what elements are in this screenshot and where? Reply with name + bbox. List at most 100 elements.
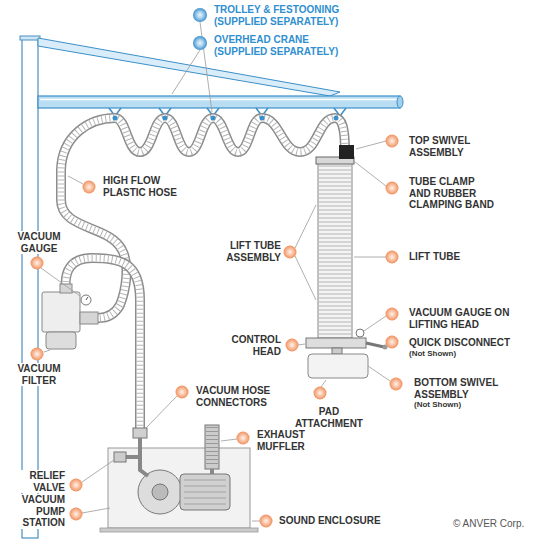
- leader-line: [82, 508, 110, 513]
- pad-stem: [332, 348, 342, 354]
- tube-rib: [319, 274, 351, 275]
- tube-rib: [319, 250, 351, 251]
- part-label: LIFT TUBE ASSEMBLY: [210, 240, 282, 263]
- part-label: LIFT TUBE: [408, 251, 461, 263]
- control-handle: [366, 343, 384, 347]
- hanger: [211, 116, 216, 121]
- tube-rib: [319, 330, 351, 331]
- tube-rib: [319, 270, 351, 271]
- column-cap: [20, 36, 40, 40]
- part-label: EXHAUST MUFFLER: [256, 429, 320, 452]
- top-swivel: [339, 145, 354, 159]
- callout-dot: [386, 251, 399, 264]
- callout-dot: [286, 339, 299, 352]
- vacuum-filter: [42, 292, 80, 332]
- filter-bowl: [46, 332, 76, 349]
- leader-line: [44, 350, 50, 352]
- tube-ribs: [319, 166, 351, 334]
- base-plate: [100, 528, 258, 532]
- exhaust-muffler: [205, 425, 219, 469]
- crane-beam: [38, 96, 400, 108]
- part-label: HIGH FLOW PLASTIC HOSE: [102, 175, 184, 198]
- tube-rib: [319, 318, 351, 319]
- status-note: (Not Shown): [408, 349, 457, 359]
- blower-hub: [152, 484, 168, 500]
- hose-body: [61, 118, 345, 318]
- leader-line: [41, 268, 80, 296]
- motor-fin: [184, 492, 226, 493]
- beam-highlight: [40, 99, 398, 101]
- part-label: VACUUM FILTER: [8, 363, 70, 386]
- callout-dot: [284, 246, 297, 259]
- part-label: VACUUM PUMP STATION: [4, 494, 66, 529]
- leader-line: [146, 396, 177, 428]
- motor-fin: [184, 498, 226, 499]
- tube-rib: [319, 194, 351, 195]
- tube-rib: [319, 278, 351, 279]
- callout-dot: [386, 336, 399, 349]
- tube-rib: [319, 246, 351, 247]
- tube-rib: [319, 282, 351, 283]
- tube-rib: [319, 186, 351, 187]
- leader-line: [82, 460, 114, 482]
- part-label: VACUUM GAUGE ON LIFTING HEAD: [408, 307, 530, 330]
- relief-valve: [114, 452, 126, 462]
- hose-connector: [133, 428, 147, 438]
- pump-motor: [180, 474, 230, 510]
- supplier-note: OVERHEAD CRANE (SUPPLIED SEPARATELY): [213, 34, 355, 57]
- blower: [138, 470, 182, 514]
- tube-rib: [319, 206, 351, 207]
- crane-column: [22, 38, 38, 538]
- callout-dot: [314, 387, 327, 400]
- tube-rib: [319, 226, 351, 227]
- tube-rib: [319, 322, 351, 323]
- head-gauge: [356, 329, 364, 337]
- valve-branch: [126, 455, 140, 459]
- leader-line: [295, 256, 316, 300]
- callout-dot: [386, 308, 399, 321]
- leader-line: [68, 176, 83, 184]
- callout-dot: [70, 479, 83, 492]
- filter-inlet: [80, 312, 98, 324]
- hoses: [61, 118, 345, 430]
- hose-ribs: [61, 118, 345, 318]
- tube-rib: [319, 298, 351, 299]
- beam-end-cap: [397, 96, 403, 108]
- callout-dot: [31, 348, 44, 361]
- callout-dot: [386, 182, 399, 195]
- tube-rib: [319, 198, 351, 199]
- callout-dot: [31, 257, 44, 270]
- part-label: RELIEF VALVE: [14, 470, 66, 493]
- sound-enclosure: [108, 448, 250, 528]
- supplier-note: TROLLEY & FESTOONING (SUPPLIED SEPARATEL…: [213, 4, 365, 27]
- tube-rib: [319, 234, 351, 235]
- callout-dot: [260, 515, 273, 528]
- leader-line: [298, 344, 305, 345]
- muffler-pipe: [210, 469, 214, 474]
- gauge-needle: [86, 297, 88, 300]
- tube-rib: [319, 334, 351, 335]
- lift-tube: [318, 160, 352, 338]
- tube-rib: [319, 178, 351, 179]
- copyright-note: © ANVER Corp.: [452, 518, 525, 530]
- callout-dot: [193, 8, 207, 22]
- callout-dots: [31, 8, 403, 528]
- hose-outline: [66, 258, 140, 430]
- tube-rib: [319, 238, 351, 239]
- leader-lines: [41, 22, 390, 521]
- tube-rib: [319, 174, 351, 175]
- tube-rib: [319, 294, 351, 295]
- part-label: SOUND ENCLOSURE: [278, 515, 382, 527]
- leader-line: [221, 439, 237, 441]
- tube-rib: [319, 170, 351, 171]
- tube-rib: [319, 182, 351, 183]
- tube-rib: [319, 302, 351, 303]
- part-label: BOTTOM SWIVEL ASSEMBLY: [413, 377, 535, 400]
- hanger: [163, 116, 168, 121]
- hose-outline: [61, 118, 345, 318]
- hanger: [113, 116, 118, 121]
- trolleys: [109, 108, 346, 116]
- tube-rib: [319, 310, 351, 311]
- callout-dot: [70, 508, 83, 521]
